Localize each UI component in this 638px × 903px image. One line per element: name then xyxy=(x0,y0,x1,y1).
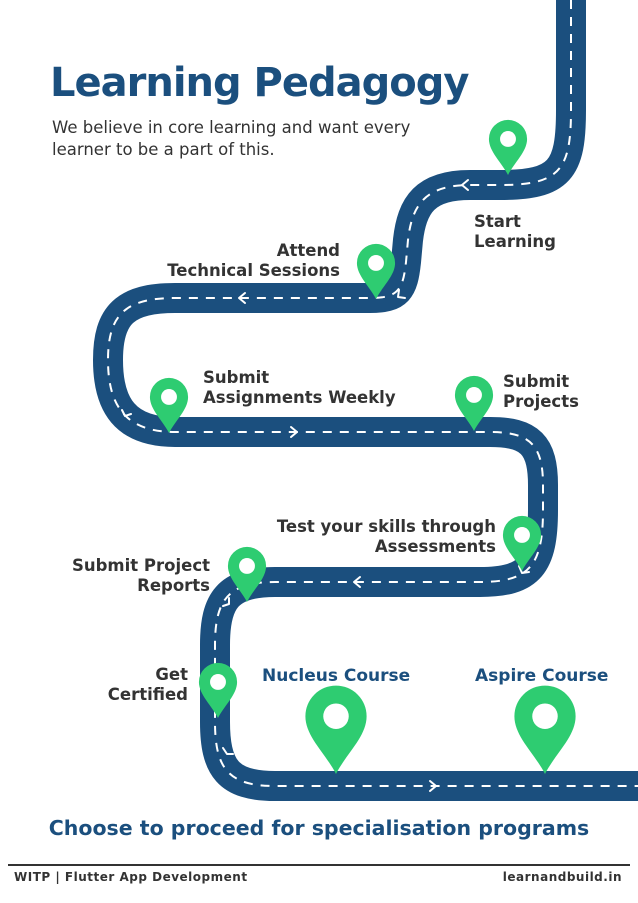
map-pin-icon xyxy=(454,375,494,431)
step-label-line2: Assessments xyxy=(374,537,496,556)
direction-arrow-icon xyxy=(429,780,437,792)
step-submit-reports: Submit Project Reports xyxy=(40,556,210,596)
road-path xyxy=(93,0,638,801)
step-label-line2: Assignments Weekly xyxy=(203,388,396,407)
specialisation-cta: Choose to proceed for specialisation pro… xyxy=(48,816,590,840)
nucleus-course-label: Nucleus Course xyxy=(262,666,411,686)
direction-arrow-icon xyxy=(518,565,530,574)
direction-arrow-icon xyxy=(290,426,298,438)
direction-arrows xyxy=(121,179,530,792)
step-label-line1: Submit Project xyxy=(71,556,210,575)
direction-arrow-icon xyxy=(397,289,406,299)
map-pin-icon xyxy=(514,685,576,774)
page-subtitle: We believe in core learning and want eve… xyxy=(52,118,411,159)
road-center-dashes xyxy=(107,0,638,787)
step-label-line2: Technical Sessions xyxy=(167,261,340,280)
step-label-line2: Projects xyxy=(503,392,579,411)
map-pin-icon xyxy=(149,377,189,433)
step-label-line1: Start xyxy=(474,212,521,231)
direction-arrow-icon xyxy=(353,576,361,588)
map-pin-icon xyxy=(502,515,542,571)
aspire-course-label: Aspire Course xyxy=(475,666,609,686)
step-label-line1: Submit xyxy=(203,368,270,387)
direction-arrow-icon xyxy=(222,747,234,755)
page-title: Learning Pedagogy xyxy=(50,60,469,106)
map-pin-icon xyxy=(227,546,267,602)
footer-program-name: WITP | Flutter App Development xyxy=(14,870,248,884)
map-pin-icon xyxy=(488,119,528,175)
step-label-line2: Learning xyxy=(474,232,556,251)
map-pin-icon xyxy=(356,243,396,299)
step-label-line2: Reports xyxy=(137,576,210,595)
direction-arrow-icon xyxy=(121,409,132,417)
step-test-skills: Test your skills through Assessments xyxy=(236,517,496,557)
step-submit-assignments: Submit Assignments Weekly xyxy=(203,368,396,408)
map-pin-icon xyxy=(198,662,238,718)
step-label-line2: Certified xyxy=(107,685,188,704)
map-pin-icon xyxy=(305,685,367,774)
step-submit-projects: Submit Projects xyxy=(503,372,579,412)
direction-arrow-icon xyxy=(238,292,246,304)
step-start-learning: Start Learning xyxy=(474,212,556,252)
footer-divider xyxy=(8,864,630,866)
step-label-line1: Get xyxy=(155,665,188,684)
step-attend-sessions: Attend Technical Sessions xyxy=(140,241,340,281)
direction-arrow-icon xyxy=(222,597,230,607)
direction-arrow-icon xyxy=(461,179,469,191)
map-pins xyxy=(149,119,576,774)
step-label-line1: Attend xyxy=(276,241,340,260)
step-label-line1: Submit xyxy=(503,372,570,391)
step-get-certified: Get Certified xyxy=(60,665,188,705)
footer-website: learnandbuild.in xyxy=(502,870,622,884)
step-label-line1: Test your skills through xyxy=(276,517,496,536)
